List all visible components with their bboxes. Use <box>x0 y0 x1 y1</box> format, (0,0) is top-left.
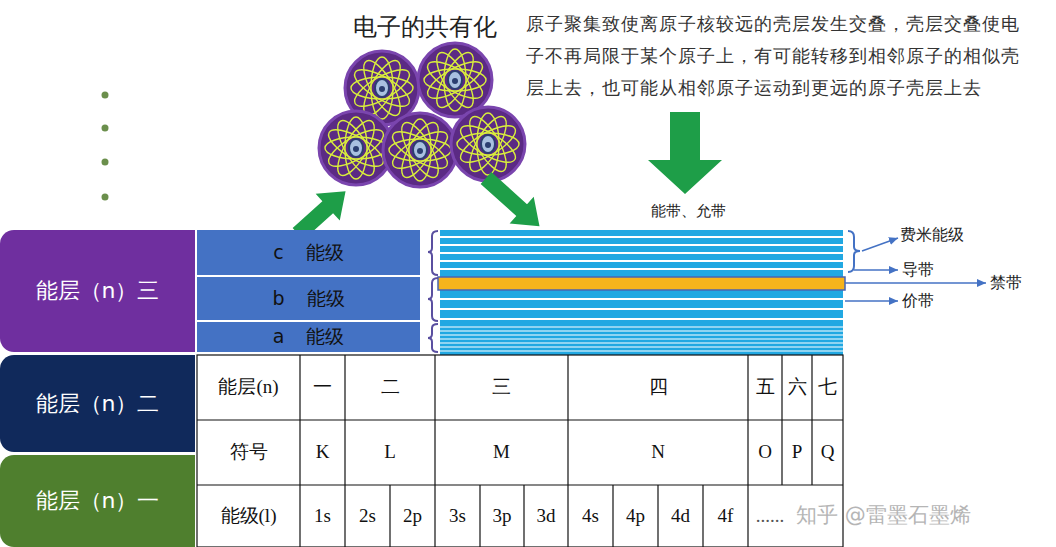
table-cell-box: 3p <box>481 486 523 546</box>
shell-table-grid <box>197 355 843 547</box>
table-cell: 能级(l) <box>221 505 277 528</box>
table-cell-box: P <box>783 421 811 484</box>
table-cell-box: K <box>301 421 344 484</box>
table-cell: O <box>758 441 772 464</box>
node-label: b <box>272 288 284 310</box>
band-label-box: 禁带 <box>990 271 1050 295</box>
note-text: 原子聚集致使离原子核较远的壳层发生交叠，壳层交叠使电子不再局限于某个原子上，有可… <box>526 8 1038 104</box>
node-text-row: c 能级 <box>273 242 343 264</box>
table-cell: 五 <box>756 376 775 399</box>
table-cell: 2s <box>359 505 376 528</box>
green-arrows <box>286 112 722 247</box>
table-cell-box: O <box>749 421 781 484</box>
node-sublabel: 能级 <box>306 242 344 264</box>
table-cell-box: 能级(l) <box>198 486 299 546</box>
table-cell: 一 <box>313 376 332 399</box>
shell-layer-box: 能层（n）一 <box>0 455 195 547</box>
table-cell: 3p <box>493 505 512 528</box>
table-cell: N <box>651 441 665 464</box>
table-cell: 能层(n) <box>218 376 278 399</box>
energy-level-box: b 能级 <box>197 277 420 320</box>
energy-level-box: c 能级 <box>197 230 420 275</box>
table-cell: P <box>792 441 803 464</box>
table-cell: L <box>384 441 396 464</box>
table-cell: ...... <box>756 505 785 528</box>
table-cell: 1s <box>314 505 331 528</box>
node-sublabel: 能级 <box>307 288 345 310</box>
table-cell-box: M <box>436 421 567 484</box>
table-cell-box: 六 <box>783 356 811 419</box>
table-cell-box: 4s <box>569 486 612 546</box>
table-cell-box: 一 <box>301 356 344 419</box>
node-text-row: 能层（n）一 <box>36 488 160 513</box>
table-cell-box: 1s <box>301 486 344 546</box>
fermi-label: 费米能级 <box>900 225 964 244</box>
table-cell-box: 三 <box>436 356 567 419</box>
note-text-box: 原子聚集致使离原子核较远的壳层发生交叠，壳层交叠使电子不再局限于某个原子上，有可… <box>526 8 1038 106</box>
fermi-label-box: 费米能级 <box>900 222 990 248</box>
table-cell-box: 能层(n) <box>198 356 299 419</box>
ellipsis-dots <box>102 92 109 201</box>
table-cell-box: 二 <box>346 356 434 419</box>
node-label: 能层（n）一 <box>36 488 160 513</box>
band-label: 禁带 <box>990 273 1022 292</box>
table-cell-box: 3s <box>436 486 479 546</box>
node-label: c <box>273 242 283 264</box>
table-cell-box: 4f <box>704 486 747 546</box>
table-cell: 3d <box>537 505 556 528</box>
table-cell-box: 五 <box>749 356 781 419</box>
node-sublabel: 能级 <box>306 326 344 348</box>
energy-level-box: a 能级 <box>197 322 420 352</box>
table-cell-box: Q <box>813 421 842 484</box>
table-cell: 七 <box>818 376 837 399</box>
node-text-row: b 能级 <box>272 288 344 310</box>
table-cell-box: 4d <box>659 486 702 546</box>
table-cell-box: 3d <box>525 486 567 546</box>
table-cell: 4p <box>626 505 645 528</box>
node-text-row: a 能级 <box>273 326 345 348</box>
table-cell: 4f <box>718 505 734 528</box>
table-cell-box: 2p <box>391 486 434 546</box>
atom-cluster <box>319 43 525 187</box>
table-cell: K <box>316 441 330 464</box>
table-cell: 符号 <box>230 441 268 464</box>
band-label-box: 价带 <box>902 289 962 313</box>
band-label: 导带 <box>902 260 934 279</box>
table-cell-box: N <box>569 421 747 484</box>
table-cell-box: ...... <box>749 486 791 546</box>
band-label-box: 导带 <box>902 258 962 282</box>
shell-layer-box: 能层（n）三 <box>0 230 195 352</box>
table-cell-box: 4p <box>614 486 657 546</box>
node-label: 能层（n）二 <box>36 391 160 416</box>
table-cell: 2p <box>403 505 422 528</box>
table-cell: M <box>493 441 510 464</box>
node-label: a <box>273 326 285 348</box>
watermark-box: 知乎 @雷墨石墨烯 <box>796 500 1048 532</box>
band-label-box: 能带、允带 <box>628 198 748 224</box>
table-cell: 六 <box>788 376 807 399</box>
table-cell: 三 <box>492 376 511 399</box>
table-cell: 四 <box>649 376 668 399</box>
table-cell: Q <box>821 441 835 464</box>
energy-bands <box>438 230 845 355</box>
node-text-row: 能层（n）三 <box>36 278 160 303</box>
shell-layer-box: 能层（n）二 <box>0 355 195 452</box>
table-cell: 二 <box>381 376 400 399</box>
table-cell: 4s <box>582 505 599 528</box>
watermark: 知乎 @雷墨石墨烯 <box>796 503 971 528</box>
table-cell-box: 七 <box>813 356 842 419</box>
table-cell-box: 四 <box>569 356 747 419</box>
node-label: 能层（n）三 <box>36 278 160 303</box>
node-text-row: 能层（n）二 <box>36 391 160 416</box>
table-cell: 4d <box>671 505 690 528</box>
table-cell-box: L <box>346 421 434 484</box>
table-cell-box: 符号 <box>198 421 299 484</box>
band-label: 能带、允带 <box>651 202 726 220</box>
diagram-title: 电子的共有化 <box>325 8 525 46</box>
brackets <box>428 231 860 352</box>
table-cell-box: 2s <box>346 486 389 546</box>
band-label: 价带 <box>902 291 934 310</box>
table-cell: 3s <box>449 505 466 528</box>
